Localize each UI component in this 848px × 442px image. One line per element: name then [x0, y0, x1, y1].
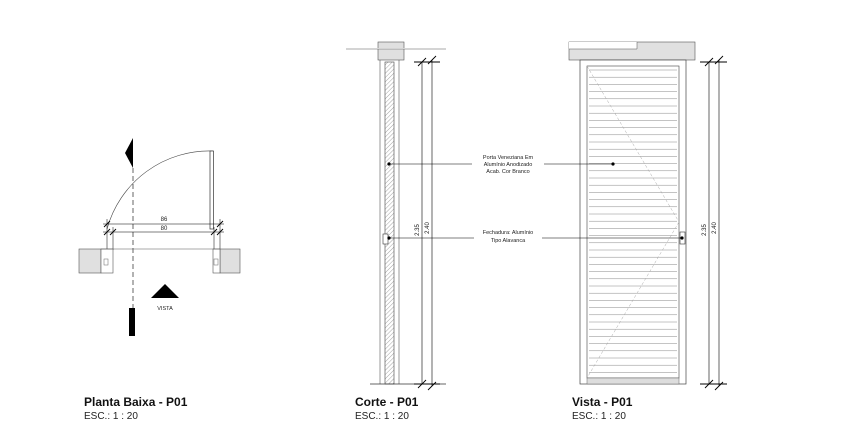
lock-spec-dot-right	[680, 236, 684, 240]
plan-jamb-right	[213, 258, 219, 266]
section-lintel	[377, 41, 405, 61]
door-spec-line-3: Acab. Cor Branco	[486, 169, 529, 175]
lock-spec-line-2: Tipo Alavanca	[491, 238, 526, 244]
door-leaf	[209, 150, 214, 230]
section-lintel-top	[346, 48, 446, 49]
elevation-dim-outer: 2.40	[712, 222, 718, 234]
elevation-lintel-notch	[569, 42, 637, 49]
section-lock	[382, 233, 389, 245]
elevation-dim-inner: 2.35	[702, 224, 708, 236]
door-spec-dot-left	[387, 162, 391, 166]
plan-wall-right	[219, 248, 241, 274]
section-cut-marker-top	[125, 138, 133, 168]
door-spec-label-bg	[472, 152, 544, 176]
plan-frame-left	[100, 248, 114, 274]
plan-dim-outer: 86	[161, 217, 168, 223]
view-direction-marker	[151, 284, 179, 298]
plan-dim-inner: 80	[161, 226, 168, 232]
elevation-threshold	[586, 377, 680, 385]
plan-scale: ESC.: 1 : 20	[84, 411, 138, 422]
door-spec-line-2: Alumínio Anodizado	[484, 162, 533, 168]
plan-wall-left	[78, 248, 102, 274]
elevation-view: 2.35 2.40 Vista - P01 ESC.: 1 : 20	[568, 41, 727, 422]
lock-spec-dot-left	[387, 236, 391, 240]
section-dim-inner: 2.35	[415, 224, 421, 236]
view-label: VISTA	[157, 306, 173, 312]
lock-spec-line-1: Fechadura: Alumínio	[483, 230, 533, 236]
elevation-swing-diag-2	[586, 221, 680, 379]
section-door-leaf	[384, 61, 395, 385]
lock-spec-label-bg	[474, 227, 542, 245]
plan-jamb-left	[103, 258, 109, 266]
section-cut-marker-bottom	[129, 308, 135, 336]
door-spec-dot-right	[611, 162, 615, 166]
plan-title: Planta Baixa - P01	[84, 395, 188, 409]
elevation-door-leaf	[586, 65, 680, 379]
door-spec-line-1: Porta Veneziana Em	[483, 155, 534, 161]
elevation-dim-ticks	[700, 55, 727, 391]
section-scale: ESC.: 1 : 20	[355, 411, 409, 422]
annotations: Porta Veneziana Em Alumínio Anodizado Ac…	[387, 152, 684, 245]
elevation-title: Vista - P01	[572, 395, 633, 409]
section-dim-outer: 2.40	[425, 222, 431, 234]
door-swing-arc	[106, 150, 214, 230]
plan-dim-ticks	[103, 220, 224, 236]
section-view: 2.35 2.40 Corte - P01 ESC.: 1 : 20	[346, 41, 446, 422]
plan-view: 86 80 VISTA Planta Baixa - P01 ESC.: 1 :…	[78, 138, 241, 422]
section-dim-ticks	[414, 55, 440, 391]
elevation-louvers	[589, 69, 677, 373]
elevation-scale: ESC.: 1 : 20	[572, 411, 626, 422]
section-title: Corte - P01	[355, 395, 419, 409]
elevation-swing-diag-1	[586, 65, 680, 223]
